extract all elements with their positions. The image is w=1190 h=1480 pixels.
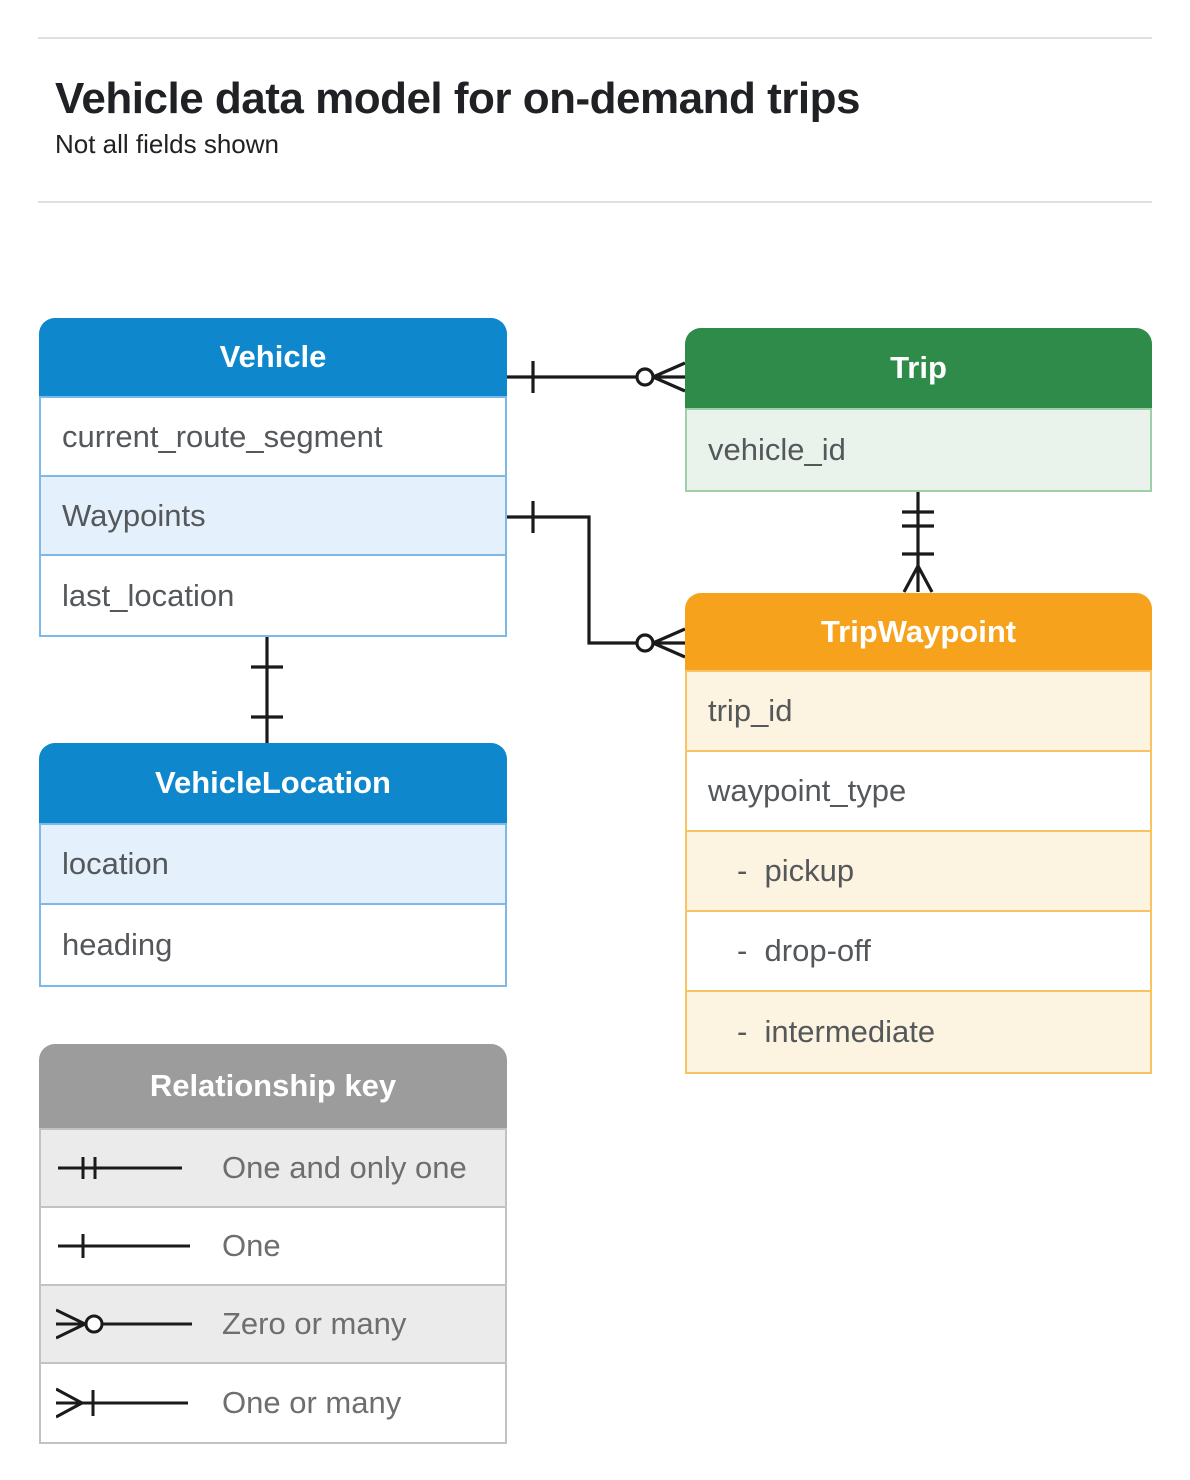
entity-table-tripwaypoint: TripWaypoint trip_id waypoint_type - pic… (685, 593, 1152, 1074)
entity-table-vehiclelocation: VehicleLocation location heading (39, 743, 507, 987)
vehicle-vehiclelocation-connector (251, 633, 283, 743)
one-and-only-one-ticks (902, 510, 934, 528)
table-body: location heading (39, 823, 507, 987)
table-header-tripwaypoint: TripWaypoint (685, 593, 1152, 670)
field-row: trip_id (687, 672, 1150, 752)
connector-line (507, 515, 637, 645)
table-body: current_route_segment Waypoints last_loc… (39, 396, 507, 637)
legend-row: One and only one (41, 1130, 505, 1208)
field-row: Waypoints (41, 477, 505, 556)
top-divider (38, 37, 1152, 39)
table-header-trip: Trip (685, 328, 1152, 408)
legend-label: Zero or many (222, 1306, 407, 1341)
legend-row: One (41, 1208, 505, 1286)
trip-tripwaypoint-connector (902, 488, 934, 593)
page-title: Vehicle data model for on-demand trips (55, 74, 860, 123)
vehicle-trip-connector (507, 361, 686, 393)
many-crow-foot (902, 565, 934, 593)
field-row: - drop-off (687, 912, 1150, 992)
field-row: location (41, 825, 505, 905)
legend-label: One and only one (222, 1150, 467, 1185)
one-and-only-one-icon (58, 1157, 182, 1179)
field-row: - intermediate (687, 992, 1150, 1072)
legend-header: Relationship key (39, 1044, 507, 1128)
field-row: current_route_segment (41, 398, 505, 477)
field-row: last_location (62, 577, 235, 613)
zero-circle (635, 633, 655, 653)
field-row: heading (62, 927, 173, 962)
legend-body: One and only one One Zero or many On (39, 1128, 507, 1444)
field-row: - pickup (687, 832, 1150, 912)
relationship-key-legend: Relationship key One and only one One (39, 1044, 507, 1444)
legend-label: One or many (222, 1385, 402, 1420)
legend-label: One (222, 1228, 281, 1263)
table-body: vehicle_id (685, 408, 1152, 492)
one-or-many-icon (56, 1387, 188, 1419)
legend-row: Zero or many (41, 1286, 505, 1364)
waypoints-tripwaypoint-connector (507, 501, 686, 659)
many-crow-foot (652, 361, 686, 393)
many-crow-foot (652, 627, 686, 659)
header-divider (38, 201, 1152, 203)
zero-or-many-icon (56, 1308, 192, 1340)
table-body: trip_id waypoint_type - pickup - drop-of… (685, 670, 1152, 1074)
page-subtitle: Not all fields shown (55, 129, 279, 159)
field-row: vehicle_id (687, 410, 1150, 490)
zero-circle (635, 367, 655, 387)
one-ticks (251, 665, 283, 719)
one-icon (58, 1234, 190, 1258)
table-header-vehicle: Vehicle (39, 318, 507, 396)
table-header-vehiclelocation: VehicleLocation (39, 743, 507, 823)
legend-row: One or many (41, 1364, 505, 1442)
entity-table-vehicle: Vehicle current_route_segment Waypoints … (39, 318, 507, 637)
entity-table-trip: Trip vehicle_id (685, 328, 1152, 492)
field-row: waypoint_type (687, 752, 1150, 832)
